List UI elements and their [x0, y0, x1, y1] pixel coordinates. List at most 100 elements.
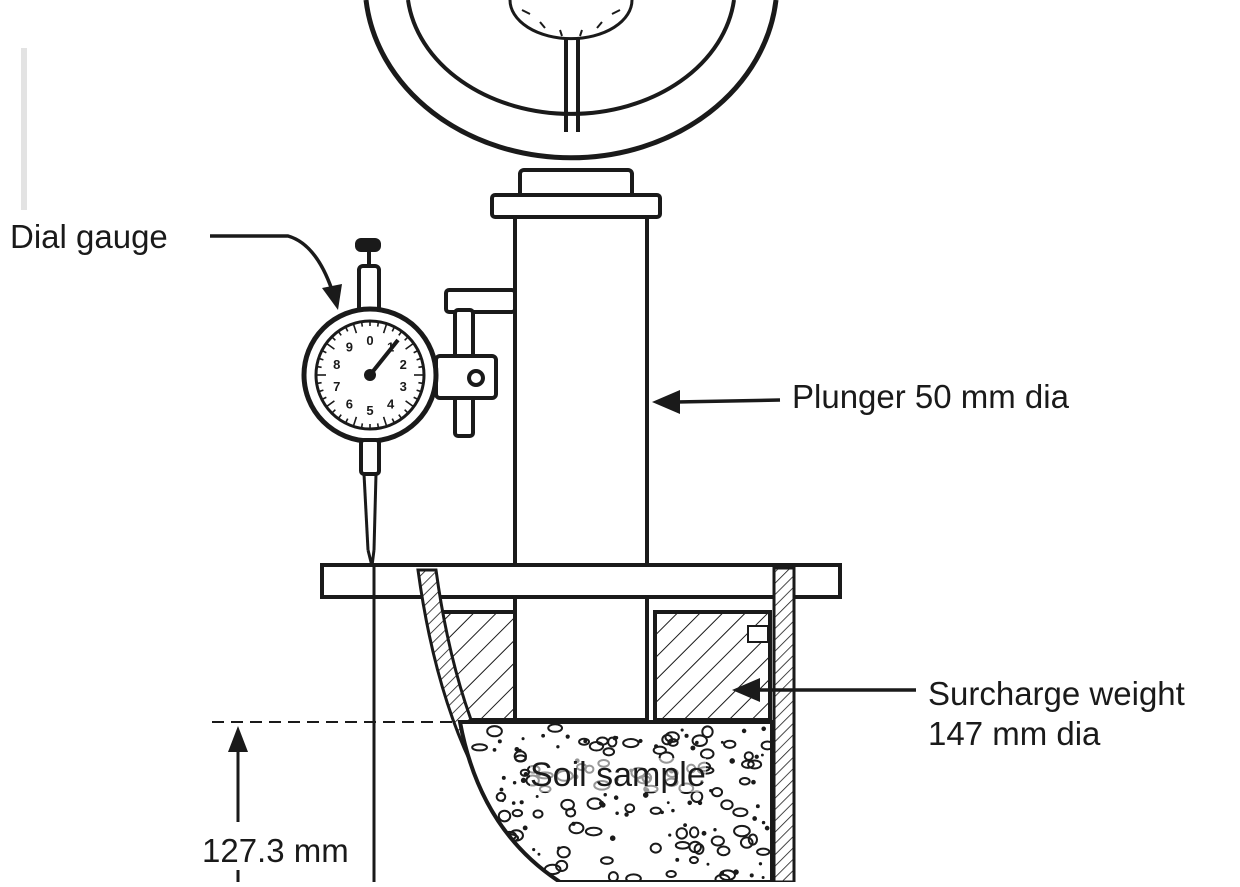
- soil-particle: [532, 809, 544, 819]
- soil-particle: [471, 743, 488, 752]
- plunger: [513, 215, 649, 722]
- soil-particle: [730, 760, 734, 764]
- dial-tick: [382, 323, 388, 334]
- soil-particle: [720, 740, 724, 744]
- soil-particle: [485, 870, 501, 881]
- dial-number: 3: [400, 379, 407, 394]
- soil-particle: [755, 804, 760, 809]
- soil-particle: [710, 835, 725, 847]
- dial-number: 9: [346, 340, 353, 355]
- soil-particle: [476, 801, 481, 806]
- soil-particle: [701, 830, 707, 836]
- soil-particle: [583, 739, 588, 744]
- soil-particle: [675, 857, 680, 862]
- ring-dial-ticks: [521, 9, 621, 37]
- soil-particle: [613, 795, 619, 800]
- soil-particle: [652, 745, 667, 755]
- dial-tick: [398, 330, 403, 336]
- soil-particle: [683, 823, 687, 828]
- soil-particle: [501, 775, 506, 780]
- soil-particle: [491, 860, 495, 864]
- soil-particle: [688, 826, 700, 839]
- dial-tick: [416, 389, 422, 393]
- dial-number: 6: [346, 396, 353, 411]
- dial-tick: [331, 336, 336, 341]
- dial-tick: [391, 326, 396, 332]
- soil-particle: [584, 826, 603, 837]
- dial-tick: [321, 349, 327, 354]
- soil-particle: [511, 801, 516, 805]
- soil-particle: [514, 747, 520, 752]
- soil-particle: [565, 734, 570, 739]
- soil-particle: [486, 725, 503, 738]
- soil-particle: [568, 821, 585, 835]
- soil-particle: [497, 809, 512, 823]
- surcharge-weight-label: Surcharge weight 147 mm dia: [928, 674, 1185, 753]
- soil-particle: [615, 811, 619, 815]
- soil-particle: [761, 820, 766, 825]
- dial-tick: [352, 416, 358, 427]
- soil-particle: [720, 799, 734, 811]
- dial-tick: [405, 400, 415, 408]
- dial-tick: [376, 423, 380, 429]
- soil-particle: [760, 753, 764, 757]
- soil-particle: [521, 737, 525, 741]
- soil-particle: [699, 748, 715, 760]
- soil-particle: [749, 873, 754, 878]
- soil-particle: [688, 856, 699, 865]
- soil-particle: [723, 739, 737, 749]
- gauge-bracket: [434, 288, 517, 438]
- soil-particle: [535, 794, 539, 798]
- soil-particle: [666, 801, 670, 805]
- soil-particle: [716, 845, 731, 857]
- dial-tick: [344, 326, 349, 332]
- dial-tick: [360, 321, 364, 327]
- soil-particle: [609, 835, 616, 841]
- soil-particle: [691, 734, 708, 748]
- surcharge-weight-label-line2: 147 mm dia: [928, 714, 1101, 752]
- soil-particle: [754, 754, 759, 759]
- dial-tick: [331, 409, 336, 414]
- soil-particle: [603, 793, 607, 797]
- dial-tick: [352, 323, 358, 334]
- soil-particle: [752, 816, 758, 821]
- dial-gauge: 1234567890: [301, 238, 439, 567]
- dial-tick: [404, 409, 409, 414]
- dial-number: 7: [333, 379, 340, 394]
- soil-particle: [747, 759, 763, 770]
- soil-particle: [695, 740, 699, 745]
- dial-number: 4: [387, 396, 395, 411]
- mould-wall-right: [772, 566, 796, 884]
- dial-gauge-leader: [210, 234, 342, 310]
- soil-particle: [680, 728, 684, 732]
- soil-particle: [761, 726, 766, 732]
- dial-tick: [376, 321, 380, 327]
- dial-tick: [344, 418, 349, 424]
- soil-particle: [671, 808, 675, 813]
- dial-tick: [413, 349, 419, 354]
- height-dimension: [212, 721, 458, 882]
- soil-particle: [706, 862, 710, 866]
- soil-sample: [457, 720, 774, 884]
- dial-tick: [337, 330, 342, 336]
- dial-gauge-ticks: [316, 321, 424, 429]
- base-plate: [320, 563, 842, 599]
- soil-particle: [764, 825, 770, 831]
- sample-height-label: 127.3 mm: [202, 832, 349, 869]
- soil-particle: [612, 735, 618, 741]
- soil-particle: [741, 728, 747, 734]
- dial-tick: [318, 357, 324, 361]
- soil-particle: [756, 847, 771, 856]
- dial-tick: [405, 342, 415, 350]
- soil-particle: [684, 733, 689, 738]
- dial-tick: [404, 336, 409, 341]
- soil-particle: [739, 836, 754, 849]
- soil-particle: [543, 863, 562, 876]
- surcharge-leader: [732, 678, 916, 702]
- soil-particle: [541, 733, 546, 738]
- soil-particle: [468, 820, 473, 825]
- proving-ring: [363, 0, 779, 161]
- soil-particle: [711, 787, 724, 798]
- soil-particle: [747, 833, 759, 846]
